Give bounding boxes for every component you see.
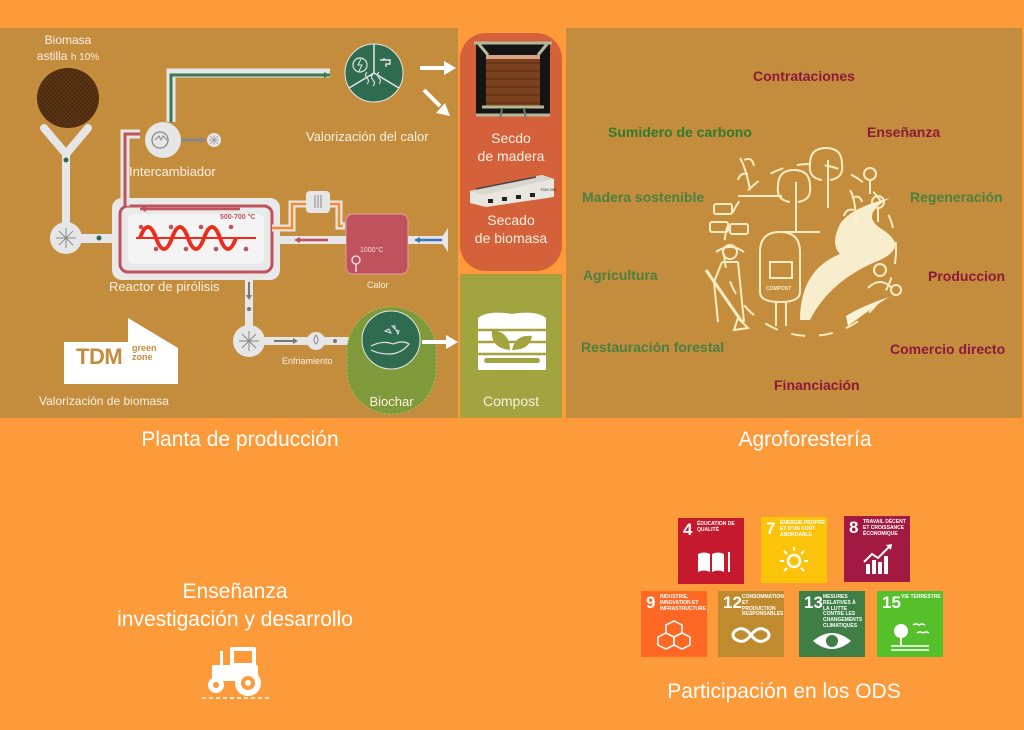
sdg-tile-15: 15 Vie terrestre: [877, 591, 943, 657]
sdg-label: Mesures relatives à la lutte contre les …: [823, 594, 863, 629]
sdg-number: 7: [766, 519, 776, 538]
arrow-to-biomass-drying: [422, 88, 450, 116]
arrow-to-compost: [422, 335, 458, 349]
biomass-label-line1: Biomasa: [44, 33, 92, 47]
illustration-compost-sign: COMPOST: [766, 286, 791, 292]
biomass-drying-line1: Secado: [487, 212, 535, 228]
education-title: Enseñanza investigación y desarrollo: [80, 578, 390, 634]
sdg-label: Consommation et production responsables: [742, 594, 784, 618]
heat-box-temperature: 1000°C: [360, 247, 384, 254]
cubes-icon: [657, 620, 691, 650]
wood-drying-line1: Secdo: [491, 130, 531, 146]
feed-hopper: [40, 124, 92, 224]
gas-filter-icon: [306, 191, 330, 213]
logo-sub2: zone: [132, 352, 153, 362]
biochar-container: [346, 306, 437, 415]
agro-word-contrataciones: Contrataciones: [753, 68, 855, 84]
biomass-label-line2: astilla h 10%: [18, 48, 118, 66]
education-title-line2: investigación y desarrollo: [117, 608, 353, 631]
logo-sub-text: green zone: [132, 344, 157, 362]
reactor-label: Reactor de pirólisis: [109, 279, 220, 294]
sdg-label: Énergie propre et d'un coût abordable: [780, 520, 826, 538]
biochar-label: Biochar: [369, 394, 414, 409]
sdg-number: 12: [723, 593, 742, 612]
heat-generator-box: [345, 213, 409, 275]
heat-exchanger-icon: [145, 122, 221, 158]
agroforestry-illustration: COMPOST: [704, 146, 902, 337]
sdg-tile-12: 12 Consommation et production responsabl…: [718, 591, 784, 657]
sdg-tile-8: 8 Travail décent et croissance économiqu…: [844, 516, 910, 582]
feed-pipe: [66, 234, 126, 243]
heat-label: Calor: [367, 280, 389, 290]
sdg-tile-4: 4 Éducation de qualité: [678, 518, 744, 584]
agro-word-carbon-sink: Sumidero de carbono: [608, 124, 752, 140]
agro-word-restauracion: Restauración forestal: [581, 339, 725, 355]
sdg-label: Vie terrestre: [901, 594, 941, 600]
biomass-chips-image: [37, 68, 99, 128]
process-diagram: [40, 43, 458, 415]
logo-main-text: TDM: [76, 344, 123, 369]
sdg-label: Industrie, innovation et infrastructure: [660, 594, 707, 612]
eye-globe-icon: [813, 633, 851, 649]
cooling-fan-icon: [233, 325, 265, 357]
sdg-tile-9: 9 Industrie, innovation et infrastructur…: [641, 591, 707, 657]
agro-word-produccion: Produccion: [928, 268, 1006, 284]
sdg-tile-13: 13 Mesures relatives à la lutte contre l…: [799, 591, 865, 657]
arrow-to-wood-drying: [420, 61, 456, 75]
sdg-number: 15: [882, 593, 901, 612]
tdm-greenzone-logo: [64, 318, 178, 384]
agro-word-ensenanza: Enseñanza: [867, 124, 941, 140]
book-icon: [698, 552, 730, 572]
sdg-number: 13: [804, 593, 823, 612]
wood-drying-label: Secdo de madera: [460, 129, 562, 165]
heat-valorization-icon: [344, 43, 404, 103]
agro-word-madera: Madera sostenible: [582, 189, 705, 205]
sdg-number: 9: [646, 593, 656, 612]
agroforestry-panel: COMPOST Contrataciones Sumidero de carbo…: [566, 28, 1022, 418]
sdg-section-title: Participación en los ODS: [667, 680, 901, 703]
agro-word-regeneracion: Regeneración: [910, 189, 1003, 205]
pyrolysis-reactor: [112, 198, 280, 280]
biomass-type: astilla: [36, 49, 68, 63]
production-plant-title: Planta de producción: [141, 428, 339, 451]
logo-caption: Valorización de biomasa: [39, 394, 169, 408]
sdg-tile-7: 7 Énergie propre et d'un coût abordable: [761, 517, 827, 583]
reactor-temperature: 500-700 °C: [220, 214, 256, 221]
infinity-icon: [731, 627, 771, 643]
agro-word-financiacion: Financiación: [774, 377, 860, 393]
agro-word-comercio: Comercio directo: [890, 341, 1006, 357]
growth-chart-icon: [863, 544, 892, 574]
feeder-fan-icon: [50, 222, 82, 254]
agro-word-agricultura: Agricultura: [583, 267, 658, 283]
heat-valorization-label: Valorización del calor: [306, 129, 429, 144]
biomass-label: Biomasa astilla h 10%: [18, 32, 118, 66]
logo-sub1: green: [132, 343, 157, 353]
sun-power-icon: [780, 547, 808, 572]
dryer-model: TDM 250: [540, 187, 557, 192]
education-title-line1: Enseñanza: [182, 580, 288, 603]
tree-birds-icon: [891, 623, 930, 651]
compost-label: Compost: [482, 393, 540, 409]
wood-kiln-image: [474, 41, 552, 120]
drying-box: Secdo de madera TDM 250 Secado de biomas…: [460, 33, 562, 271]
sdg-number: 8: [849, 518, 859, 537]
compost-icon: [478, 312, 546, 370]
compost-box: Compost: [460, 274, 562, 418]
biomass-drying-line2: de biomasa: [474, 230, 548, 246]
biomass-dryer-image: TDM 250: [470, 175, 557, 207]
agroforestry-title: Agroforestería: [738, 428, 872, 451]
wood-drying-line2: de madera: [477, 148, 545, 164]
biomass-drying-label: Secado de biomasa: [460, 211, 562, 247]
water-drop-icon: [307, 332, 325, 350]
sdg-label: Travail décent et croissance économique: [863, 519, 906, 537]
production-plant-panel: Biomasa astilla h 10% Intercambiador Val…: [0, 28, 458, 418]
cooling-label: Enfriamiento: [282, 356, 333, 366]
sdg-label: Éducation de qualité: [697, 521, 735, 533]
biomass-moisture: h 10%: [70, 52, 100, 63]
sdg-number: 4: [683, 520, 693, 539]
tractor-icon: [202, 647, 270, 699]
exchanger-label: Intercambiador: [129, 164, 216, 179]
